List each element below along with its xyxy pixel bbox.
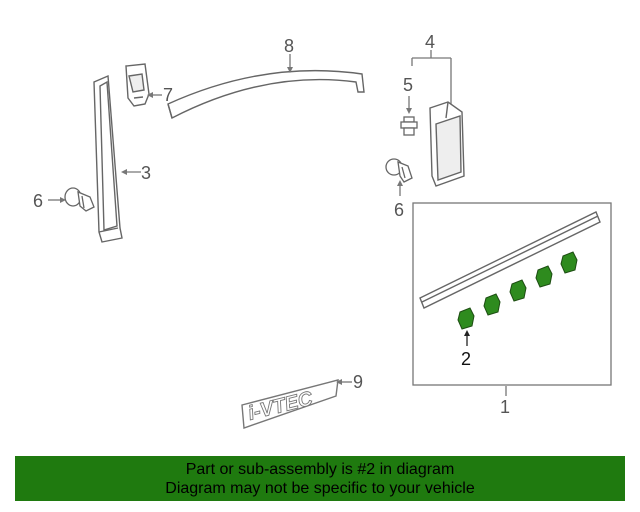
parts-diagram: 3 7 6 8 4 5 bbox=[33, 32, 612, 429]
arrowhead-8 bbox=[287, 67, 293, 73]
callout-1: 1 bbox=[500, 397, 510, 417]
callout-9: 9 bbox=[353, 372, 363, 392]
callout-5: 5 bbox=[403, 75, 413, 95]
callout-6-right: 6 bbox=[394, 200, 404, 220]
callout-4: 4 bbox=[425, 32, 435, 52]
arrowhead-6-left bbox=[60, 197, 66, 203]
callout-6-left: 6 bbox=[33, 191, 43, 211]
callout-2: 2 bbox=[461, 349, 471, 369]
arrowhead-6-right bbox=[397, 180, 403, 186]
arrowhead-5 bbox=[406, 108, 412, 114]
clip-part-6-right[interactable] bbox=[385, 158, 413, 183]
assembly-box-part-1[interactable] bbox=[412, 202, 612, 386]
arrowhead-2 bbox=[464, 330, 470, 336]
screw-part-5[interactable] bbox=[400, 116, 418, 136]
pillar-garnish-part-3[interactable] bbox=[93, 74, 123, 243]
garnish-part-4[interactable] bbox=[429, 101, 465, 187]
banner-line-2: Diagram may not be specific to your vehi… bbox=[165, 480, 475, 497]
emblem-text: i-VTEC bbox=[246, 388, 315, 425]
molding-clip-3[interactable] bbox=[509, 279, 527, 302]
molding-clip-4[interactable] bbox=[535, 265, 553, 288]
info-banner: Part or sub-assembly is #2 in diagram Di… bbox=[15, 456, 625, 501]
molding-clips[interactable] bbox=[457, 251, 578, 330]
side-molding[interactable] bbox=[419, 211, 601, 309]
banner-line-1: Part or sub-assembly is #2 in diagram bbox=[185, 461, 455, 478]
molding-clip-2[interactable] bbox=[483, 293, 501, 316]
callout-8: 8 bbox=[284, 36, 294, 56]
arrowhead-3 bbox=[121, 169, 127, 175]
callout-3: 3 bbox=[141, 163, 151, 183]
arrowhead-7 bbox=[147, 92, 153, 98]
callout-7: 7 bbox=[163, 85, 173, 105]
molding-clip-1[interactable] bbox=[457, 307, 475, 330]
clip-part-6-left[interactable] bbox=[64, 187, 95, 212]
bracket-part-7[interactable] bbox=[125, 63, 150, 107]
roof-molding-part-8[interactable] bbox=[167, 69, 365, 120]
molding-clip-5[interactable] bbox=[560, 251, 578, 274]
arrowhead-9 bbox=[336, 379, 342, 385]
emblem-part-9[interactable]: i-VTEC bbox=[241, 379, 339, 429]
